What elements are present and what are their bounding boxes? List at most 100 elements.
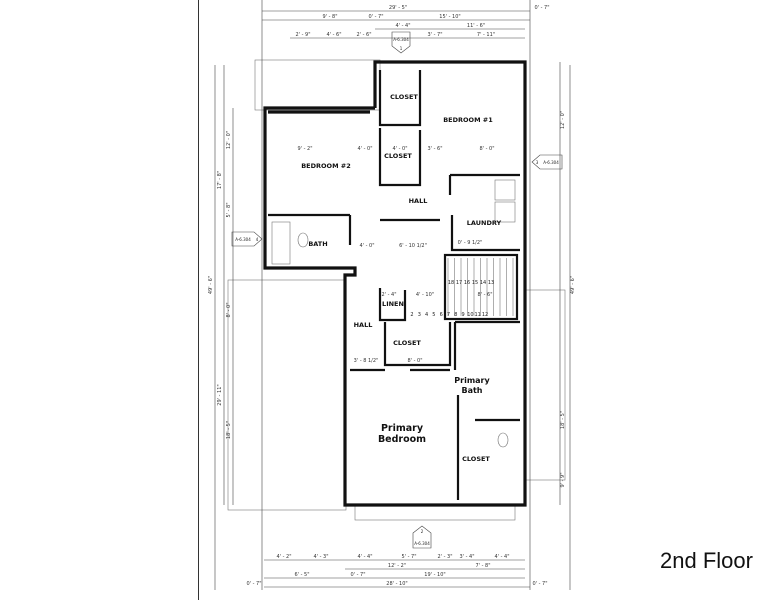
svg-text:4' - 4": 4' - 4"	[395, 23, 410, 29]
section-tag-right: 3 A-6.304	[531, 154, 563, 170]
interior-walls	[268, 70, 520, 500]
room-primary-bath-line2: Bath	[461, 386, 482, 395]
stair-step-number: 9	[462, 312, 465, 318]
room-labels: CLOSET BEDROOM #1 CLOSET BEDROOM #2 HALL…	[301, 93, 501, 463]
svg-text:8' - 0": 8' - 0"	[479, 146, 494, 152]
svg-text:8' - 6": 8' - 6"	[477, 292, 492, 298]
washer-icon	[494, 179, 516, 201]
svg-text:29' - 11": 29' - 11"	[217, 384, 223, 405]
stair-step-number: 7	[447, 312, 450, 318]
stair-treads	[447, 258, 514, 316]
svg-text:19' - 10": 19' - 10"	[424, 572, 445, 578]
svg-text:4' - 4": 4' - 4"	[494, 554, 509, 560]
svg-text:A-6.304: A-6.304	[393, 37, 409, 42]
svg-text:4' - 3": 4' - 3"	[313, 554, 328, 560]
svg-text:7' - 11": 7' - 11"	[477, 32, 495, 38]
stair-step-number: 11	[475, 312, 481, 318]
svg-text:15' - 10": 15' - 10"	[439, 14, 460, 20]
room-linen: LINEN	[382, 300, 404, 308]
fixtures	[271, 179, 516, 448]
svg-text:18' - 5": 18' - 5"	[560, 411, 566, 429]
svg-text:4' - 6": 4' - 6"	[326, 32, 341, 38]
svg-text:0' - 7": 0' - 7"	[368, 14, 383, 20]
stair-step-number: 5	[432, 312, 435, 318]
room-closet-mid: CLOSET	[384, 152, 412, 160]
svg-text:4' - 2": 4' - 2"	[276, 554, 291, 560]
svg-text:2' - 6": 2' - 6"	[356, 32, 371, 38]
svg-text:0' - 9 1/2": 0' - 9 1/2"	[458, 240, 483, 246]
svg-text:A-6.304: A-6.304	[543, 160, 559, 165]
stair-step-number: 13	[488, 280, 494, 286]
floor-caption: 2nd Floor	[660, 548, 753, 573]
svg-text:3' - 4": 3' - 4"	[459, 554, 474, 560]
room-primary-bath: Primary	[454, 376, 490, 385]
svg-text:12' - 0": 12' - 0"	[560, 111, 566, 129]
svg-text:3' - 6": 3' - 6"	[427, 146, 442, 152]
room-primary-bedroom: Primary	[381, 423, 424, 434]
room-laundry: LAUNDRY	[467, 219, 502, 227]
svg-text:9' - 9": 9' - 9"	[560, 472, 566, 487]
svg-text:0' - 7": 0' - 7"	[534, 5, 549, 11]
stair-step-number: 18	[448, 280, 454, 286]
stair-step-number: 12	[482, 312, 488, 318]
svg-text:A-6.304: A-6.304	[414, 541, 430, 546]
svg-text:2' - 9": 2' - 9"	[295, 32, 310, 38]
svg-text:5' - 8": 5' - 8"	[226, 202, 232, 217]
section-tag-bottom: 2 A-6.304	[412, 525, 432, 549]
svg-text:4' - 4": 4' - 4"	[357, 554, 372, 560]
stair-step-number: 15	[472, 280, 478, 286]
svg-text:3' - 8 1/2": 3' - 8 1/2"	[354, 358, 379, 364]
bathtub-icon	[271, 221, 291, 265]
svg-text:8' - 0": 8' - 0"	[407, 358, 422, 364]
stair-step-number: 4	[425, 312, 428, 318]
stair-step-number: 6	[440, 312, 443, 318]
svg-text:4' - 0": 4' - 0"	[359, 243, 374, 249]
section-tag-top: A-6.304 1	[391, 31, 411, 54]
svg-text:5' - 7": 5' - 7"	[401, 554, 416, 560]
svg-text:4' - 0": 4' - 0"	[357, 146, 372, 152]
room-bath: BATH	[308, 240, 327, 248]
svg-text:0' - 7": 0' - 7"	[532, 581, 547, 587]
svg-text:12' - 2": 12' - 2"	[388, 563, 406, 569]
dryer-icon	[494, 201, 516, 223]
room-hall-upper: HALL	[409, 197, 428, 205]
svg-text:8' - 0": 8' - 0"	[226, 302, 232, 317]
toilet-icon	[297, 232, 309, 248]
room-closet-primary: CLOSET	[462, 455, 490, 463]
stair-step-number: 10	[467, 312, 473, 318]
room-bedroom-2: BEDROOM #2	[301, 162, 351, 170]
svg-text:0' - 7": 0' - 7"	[246, 581, 261, 587]
room-bedroom-1: BEDROOM #1	[443, 116, 493, 124]
stair-step-number: 3	[418, 312, 421, 318]
svg-text:9' - 8": 9' - 8"	[322, 14, 337, 20]
svg-text:6' - 10 1/2": 6' - 10 1/2"	[399, 243, 427, 249]
stair-step-number: 17	[456, 280, 462, 286]
page-divider-line	[198, 0, 199, 600]
stair-step-number: 16	[464, 280, 470, 286]
section-tag-left: A-6.304 4	[231, 231, 263, 247]
exterior-walls	[263, 60, 527, 507]
svg-text:A-6.304: A-6.304	[235, 237, 251, 242]
room-closet-lower: CLOSET	[393, 339, 421, 347]
room-hall-lower: HALL	[354, 321, 373, 329]
stair-step-number: 14	[480, 280, 486, 286]
room-primary-bedroom-line2: Bedroom	[378, 434, 426, 445]
svg-text:17' - 8": 17' - 8"	[217, 171, 223, 189]
stair-step-number: 2	[410, 312, 413, 318]
svg-text:6' - 5": 6' - 5"	[294, 572, 309, 578]
svg-text:0' - 7": 0' - 7"	[350, 572, 365, 578]
svg-text:9' - 2": 9' - 2"	[297, 146, 312, 152]
svg-text:49' - 6": 49' - 6"	[570, 276, 576, 294]
exterior-outlines	[227, 59, 566, 521]
svg-text:4' - 0": 4' - 0"	[392, 146, 407, 152]
svg-text:49' - 6": 49' - 6"	[208, 276, 214, 294]
svg-text:7' - 8": 7' - 8"	[475, 563, 490, 569]
stair-step-number: 8	[454, 312, 457, 318]
svg-text:18' - 5": 18' - 5"	[226, 421, 232, 439]
svg-text:11' - 6": 11' - 6"	[467, 23, 485, 29]
svg-text:3: 3	[536, 160, 539, 165]
svg-text:12' - 0": 12' - 0"	[226, 131, 232, 149]
svg-text:2' - 3": 2' - 3"	[437, 554, 452, 560]
